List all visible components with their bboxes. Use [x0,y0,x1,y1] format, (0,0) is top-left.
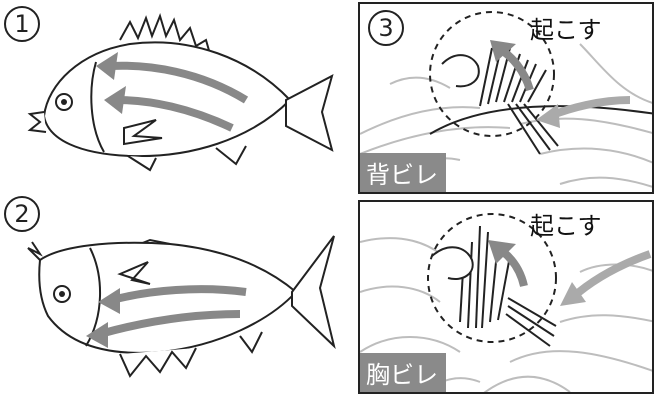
step-3-pectoral-photo: 起こす 胸ビレ [358,200,654,394]
fish-body [44,42,290,156]
push-arrow [550,100,630,116]
raise-label: 起こす [530,206,602,241]
pectoral-fin-label: 胸ビレ [360,353,446,392]
fish-illustration-1 [0,0,350,196]
fish-illustration-2 [0,196,350,396]
push-arrow [572,254,650,298]
fish-tail [292,236,334,346]
step-3-dorsal-photo: 起こす 背ビレ 3 [358,2,654,194]
raise-label: 起こす [530,10,602,45]
step-3-number: 3 [368,10,404,46]
step-2-panel: 2 [0,196,350,396]
fish-body [39,243,296,353]
fish-tail [286,76,332,150]
step-1-panel: 1 [0,0,350,196]
dorsal-fin-label: 背ビレ [360,153,446,192]
